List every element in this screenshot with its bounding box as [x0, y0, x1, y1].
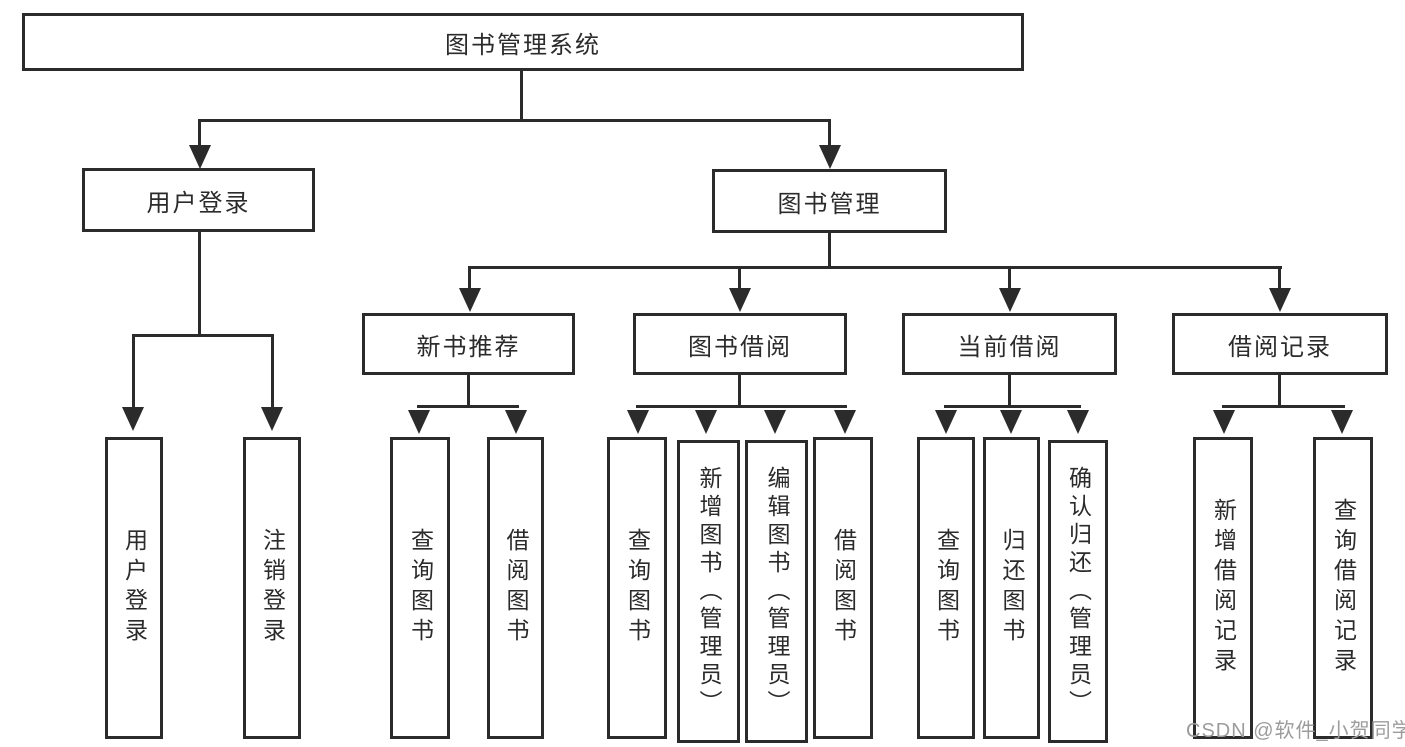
connector-to-book-borrow — [738, 266, 741, 291]
arrowhead-bb-borrow — [834, 410, 856, 434]
connector-to-ul-logout — [271, 334, 274, 410]
connector-cb-branch — [944, 405, 1081, 408]
connector-user-login-trunk — [198, 232, 201, 337]
arrowhead-rec-query — [408, 410, 430, 434]
connector-book-mgmt-branch — [468, 266, 1282, 269]
arrowhead-current-borrow — [999, 288, 1021, 312]
node-cb-query: 查询图书 — [917, 437, 975, 739]
node-br-query: 查询借阅记录 — [1313, 437, 1373, 739]
arrowhead-br-add — [1213, 410, 1235, 434]
node-new-book-rec: 新书推荐 — [362, 313, 575, 375]
node-br-add: 新增借阅记录 — [1193, 437, 1253, 739]
node-rec-borrow: 借阅图书 — [487, 437, 544, 739]
arrowhead-bb-add — [695, 410, 717, 434]
node-bb-edit: 编辑图书（管理员） — [745, 440, 808, 743]
node-book-borrow: 图书借阅 — [633, 313, 847, 375]
node-bb-add: 新增图书（管理员） — [677, 440, 740, 743]
node-bb-borrow: 借阅图书 — [813, 437, 873, 739]
node-bb-query: 查询图书 — [607, 437, 667, 739]
node-book-mgmt: 图书管理 — [712, 169, 947, 233]
node-rec-query: 查询图书 — [390, 437, 450, 739]
connector-book-mgmt-trunk — [828, 233, 831, 269]
connector-br-branch — [1222, 405, 1345, 408]
connector-rec-branch — [417, 405, 519, 408]
connector-to-current-borrow — [1008, 266, 1011, 291]
connector-bb-branch — [636, 405, 847, 408]
node-root: 图书管理系统 — [22, 13, 1024, 71]
arrowhead-bb-query — [627, 410, 649, 434]
arrowhead-book-mgmt — [819, 145, 841, 169]
arrowhead-br-query — [1331, 410, 1353, 434]
connector-bb-trunk — [738, 373, 741, 408]
connector-root-branch — [198, 119, 831, 122]
connector-to-new-book-rec — [468, 266, 471, 291]
connector-to-user-login — [198, 119, 201, 148]
arrowhead-ul-login — [122, 407, 144, 431]
arrowhead-cb-return — [1000, 410, 1022, 434]
connector-to-book-mgmt — [828, 119, 831, 148]
connector-to-borrow-records — [1278, 266, 1281, 291]
connector-rec-trunk — [467, 373, 470, 408]
arrowhead-user-login — [189, 145, 211, 169]
connector-root-trunk — [520, 71, 523, 122]
arrowhead-new-book-rec — [459, 288, 481, 312]
arrowhead-cb-confirm — [1067, 410, 1089, 434]
arrowhead-ul-logout — [261, 407, 283, 431]
connector-user-login-branch — [132, 334, 274, 337]
csdn-watermark: CSDN @软件_小贺同学 — [1186, 720, 1405, 742]
connector-to-ul-login — [132, 334, 135, 410]
node-user-login: 用户登录 — [82, 168, 315, 232]
arrowhead-book-borrow — [729, 288, 751, 312]
connector-br-trunk — [1278, 373, 1281, 408]
arrowhead-cb-query — [935, 410, 957, 434]
node-current-borrow: 当前借阅 — [902, 313, 1117, 375]
node-ul-logout: 注销登录 — [243, 437, 301, 739]
node-ul-login: 用户登录 — [105, 437, 163, 739]
node-cb-return: 归还图书 — [983, 437, 1040, 739]
arrowhead-bb-edit — [764, 410, 786, 434]
arrowhead-rec-borrow — [505, 410, 527, 434]
node-borrow-records: 借阅记录 — [1172, 313, 1388, 375]
arrowhead-borrow-records — [1269, 288, 1291, 312]
connector-cb-trunk — [1008, 373, 1011, 408]
node-cb-confirm: 确认归还（管理员） — [1048, 440, 1108, 743]
